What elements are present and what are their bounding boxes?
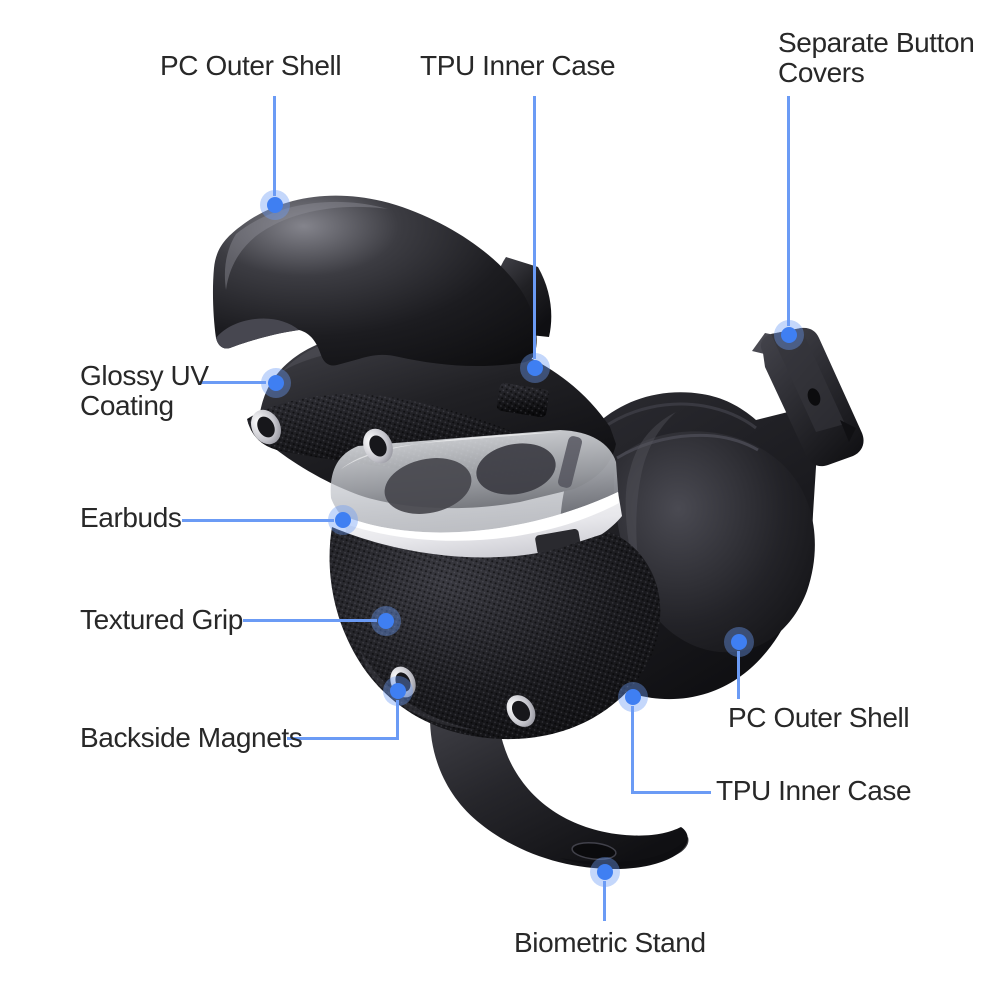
earbud-right (476, 443, 556, 495)
callout-dot (781, 327, 797, 343)
leader-line (631, 791, 711, 794)
leader-line (787, 96, 790, 326)
callout-dot (268, 375, 284, 391)
callout-label-pc-outer-shell-right: PC Outer Shell (728, 702, 910, 733)
textured-grip-part (329, 527, 661, 740)
callout-label-separate-button-covers: Separate Button Covers (778, 27, 975, 88)
leader-line (287, 737, 399, 740)
callout-label-tpu-inner-case-top: TPU Inner Case (420, 50, 616, 81)
leader-line (603, 881, 606, 921)
leader-line (396, 700, 399, 740)
callout-dot (527, 360, 543, 376)
callout-label-textured-grip: Textured Grip (80, 604, 243, 635)
leader-line (737, 651, 740, 699)
earbuds-window-part (330, 430, 619, 541)
leader-line (243, 619, 377, 622)
button-covers-part (752, 327, 864, 467)
leader-line (182, 519, 334, 522)
callout-label-biometric-stand: Biometric Stand (514, 927, 706, 958)
pc-outer-shell-cup-part (613, 412, 815, 653)
callout-label-backside-magnets: Backside Magnets (80, 722, 303, 753)
top-cover-shell-part (212, 195, 537, 367)
callout-dot (731, 634, 747, 650)
callout-label-glossy-uv-coating: Glossy UV Coating (80, 360, 209, 421)
metal-eyelets (251, 409, 536, 727)
leader-line (631, 706, 634, 794)
callout-label-earbuds: Earbuds (80, 502, 182, 533)
callout-dot (335, 512, 351, 528)
callout-dot (267, 197, 283, 213)
callout-label-tpu-inner-case-right: TPU Inner Case (716, 775, 912, 806)
earbud-left (384, 458, 472, 514)
leader-line (198, 381, 266, 384)
callout-dot (378, 613, 394, 629)
leader-line (273, 96, 276, 196)
callout-dot (390, 683, 406, 699)
callout-dot (597, 864, 613, 880)
leader-line (533, 96, 536, 359)
callout-label-pc-outer-shell-top: PC Outer Shell (160, 50, 342, 81)
callout-dot (625, 689, 641, 705)
